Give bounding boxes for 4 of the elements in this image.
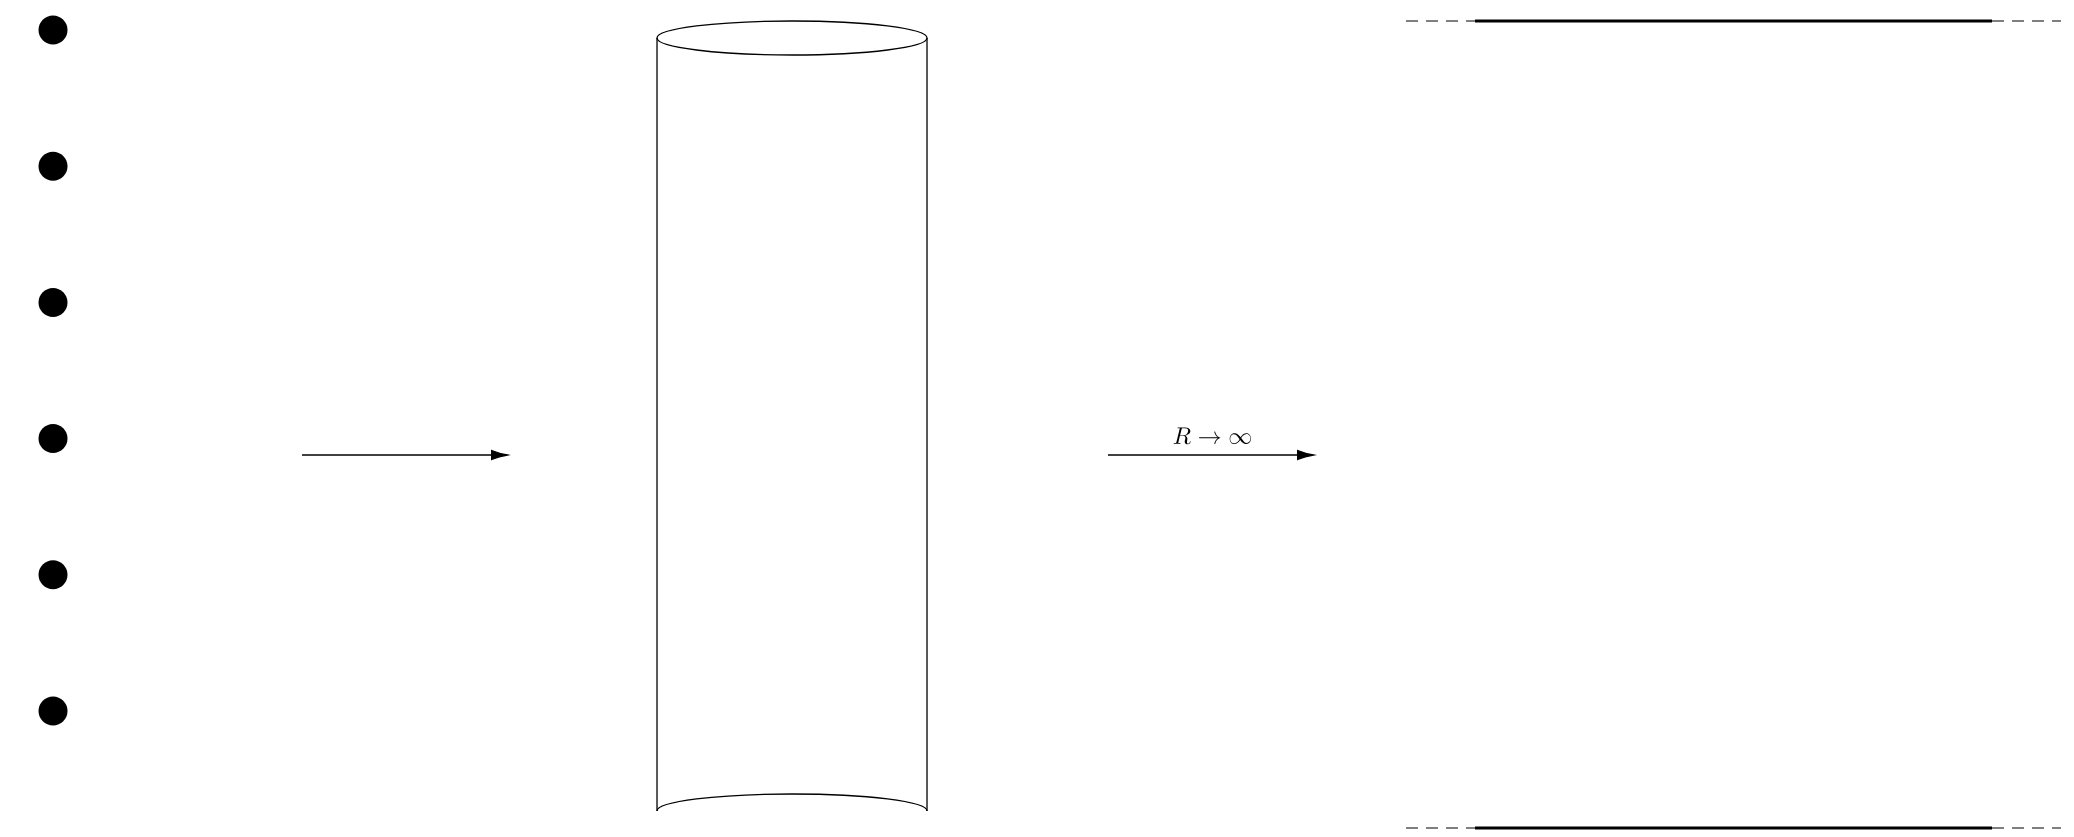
dots-drawing <box>38 15 68 726</box>
cylinder-drawing <box>656 20 928 812</box>
arrow-label: $R \to \infty$ <box>1171 426 1254 445</box>
strip-drawing <box>1405 19 2062 830</box>
